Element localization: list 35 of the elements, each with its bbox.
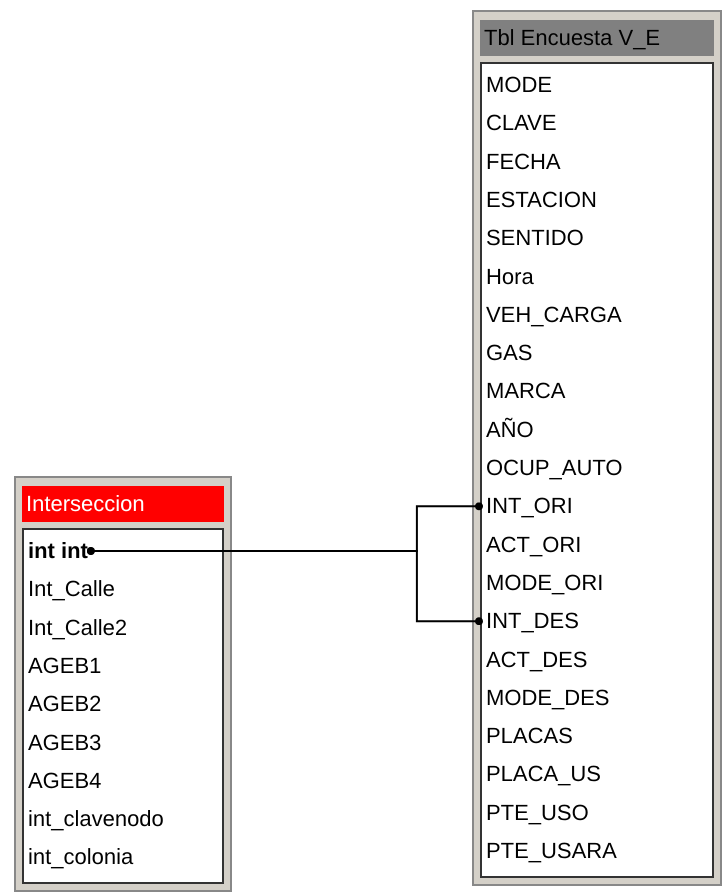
field-name: AGEB2 (24, 685, 102, 724)
field-name: INT_DES (482, 602, 579, 640)
field-name: ACT_ORI (482, 526, 582, 564)
field-name: int int (24, 532, 88, 570)
field-name: MODE (482, 66, 552, 104)
field-name: ESTACION (482, 180, 597, 219)
table-panel (14, 476, 232, 892)
field-name: PLACAS (482, 717, 573, 756)
field-name: CLAVE (482, 104, 557, 142)
field-name: VEH_CARGA (482, 296, 622, 334)
field-name: int_colonia (24, 838, 134, 876)
field-name: ACT_DES (482, 640, 588, 678)
field-name: PTE_USO (482, 794, 589, 832)
field-name: AGEB3 (24, 724, 102, 762)
table-title: Interseccion (22, 486, 224, 522)
field-name: AGEB4 (24, 762, 102, 800)
table-panel (472, 10, 722, 886)
relationship-line (86, 547, 483, 626)
table-title: Tbl Encuesta V_E (480, 20, 714, 56)
field-name: Int_Calle (24, 570, 115, 608)
field-name: PTE_USARA (482, 832, 617, 870)
field-name: MARCA (482, 372, 566, 410)
field-name: Int_Calle2 (24, 608, 128, 647)
field-name: MODE_ORI (482, 564, 604, 602)
field-name: SENTIDO (482, 219, 584, 258)
field-name: AÑO (482, 410, 534, 449)
field-name: AGEB1 (24, 646, 102, 685)
field-name: PLACA_US (482, 755, 601, 794)
field-name: GAS (482, 334, 532, 372)
field-name: INT_ORI (482, 487, 573, 526)
field-name: MODE_DES (482, 678, 610, 717)
field-name: OCUP_AUTO (482, 449, 623, 487)
field-name: FECHA (482, 142, 561, 181)
field-name: int_clavenodo (24, 800, 164, 838)
field-name: Hora (482, 258, 534, 296)
